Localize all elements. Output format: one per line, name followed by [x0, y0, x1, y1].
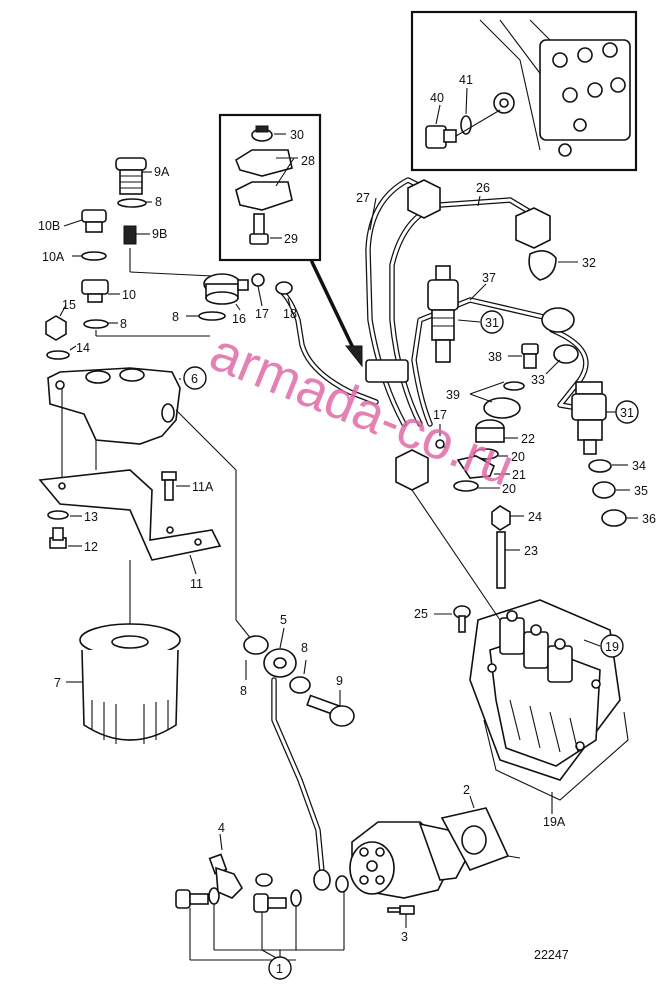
callout-8-b: 8 [120, 317, 127, 331]
callout-4: 4 [218, 821, 225, 835]
callout-17-a: 17 [255, 307, 269, 321]
callout-28: 28 [301, 154, 315, 168]
callout-31-b: 31 [620, 406, 634, 420]
callout-30: 30 [290, 128, 304, 142]
callout-41: 41 [459, 73, 473, 87]
injection-pump-19: 19 19A [411, 489, 629, 829]
callout-1: 1 [276, 962, 283, 976]
arrow-indicator [344, 345, 363, 368]
callout-20-b: 20 [502, 482, 516, 496]
callout-20-a: 20 [511, 450, 525, 464]
callout-22: 22 [521, 432, 535, 446]
injector-right-31: 31 [571, 381, 639, 455]
callout-13: 13 [84, 510, 98, 524]
callout-16: 16 [232, 312, 246, 326]
filter-head-group: 9A 8 9B 10B 10A 10 8 15 14 [38, 157, 237, 744]
callout-29: 29 [284, 232, 298, 246]
callout-10: 10 [122, 288, 136, 302]
callout-19A: 19A [543, 815, 566, 829]
callout-33: 33 [531, 373, 545, 387]
clamp-28-bottom [235, 181, 293, 211]
filter-element-7 [79, 623, 181, 744]
callout-11: 11 [190, 577, 203, 591]
washer-41 [460, 115, 472, 135]
callout-21: 21 [512, 468, 526, 482]
banjo-group-16: 17 8 16 18 [172, 273, 379, 405]
callout-36: 36 [642, 512, 656, 526]
drawing-number: 22247 [534, 948, 569, 962]
callout-39: 39 [446, 388, 460, 402]
callout-23: 23 [524, 544, 538, 558]
clamp-28-top [235, 149, 293, 177]
bracket-11 [38, 469, 222, 561]
callout-27: 27 [356, 191, 370, 205]
callout-9: 9 [336, 674, 343, 688]
callout-2: 2 [463, 783, 470, 797]
callout-14: 14 [76, 341, 90, 355]
callout-15: 15 [62, 298, 76, 312]
callout-5: 5 [280, 613, 287, 627]
callout-8-c: 8 [172, 310, 179, 324]
callout-11A: 11A [192, 480, 214, 494]
callout-34: 34 [632, 459, 646, 473]
callout-40: 40 [430, 91, 444, 105]
valve-group-21: 22 20 21 20 17 [433, 408, 535, 496]
injector-seals-group: 32 33 38 39 34 35 36 [446, 250, 656, 527]
callout-6: 6 [191, 372, 198, 386]
callout-8-e: 8 [301, 641, 308, 655]
injection-pipes: 27 26 37 [356, 177, 593, 491]
inset-pump-detail: 40 41 [410, 10, 638, 172]
callout-19: 19 [605, 640, 619, 654]
callout-38: 38 [488, 350, 502, 364]
callout-10B: 10B [38, 219, 60, 233]
callout-10A: 10A [42, 250, 65, 264]
callout-3: 3 [401, 930, 408, 944]
callout-9B: 9B [152, 227, 167, 241]
callout-37: 37 [482, 271, 496, 285]
callout-25: 25 [414, 607, 428, 621]
pipe-clamp [365, 359, 409, 383]
inset-clamp-detail: 30 28 29 [218, 113, 322, 262]
plug-40 [425, 125, 447, 149]
filter-head-6 [47, 367, 181, 445]
callout-35: 35 [634, 484, 648, 498]
injector-left-31: 31 [427, 265, 504, 363]
feed-pipe-group-5: 8 5 8 9 [235, 470, 355, 891]
callout-9A: 9A [154, 165, 170, 179]
callout-12: 12 [84, 540, 98, 554]
callout-7: 7 [54, 676, 61, 690]
fittings-group-1: 4 1 [175, 821, 349, 980]
callout-8-d: 8 [240, 684, 247, 698]
callout-8-a: 8 [155, 195, 162, 209]
feed-pump-1: 2 3 [349, 783, 521, 944]
callout-24: 24 [528, 510, 542, 524]
callout-18: 18 [283, 307, 297, 321]
stud-group-23: 24 23 25 [414, 505, 542, 633]
callout-17-b: 17 [433, 408, 447, 422]
callout-31-a: 31 [485, 316, 499, 330]
callout-32: 32 [582, 256, 596, 270]
callout-26: 26 [476, 181, 490, 195]
